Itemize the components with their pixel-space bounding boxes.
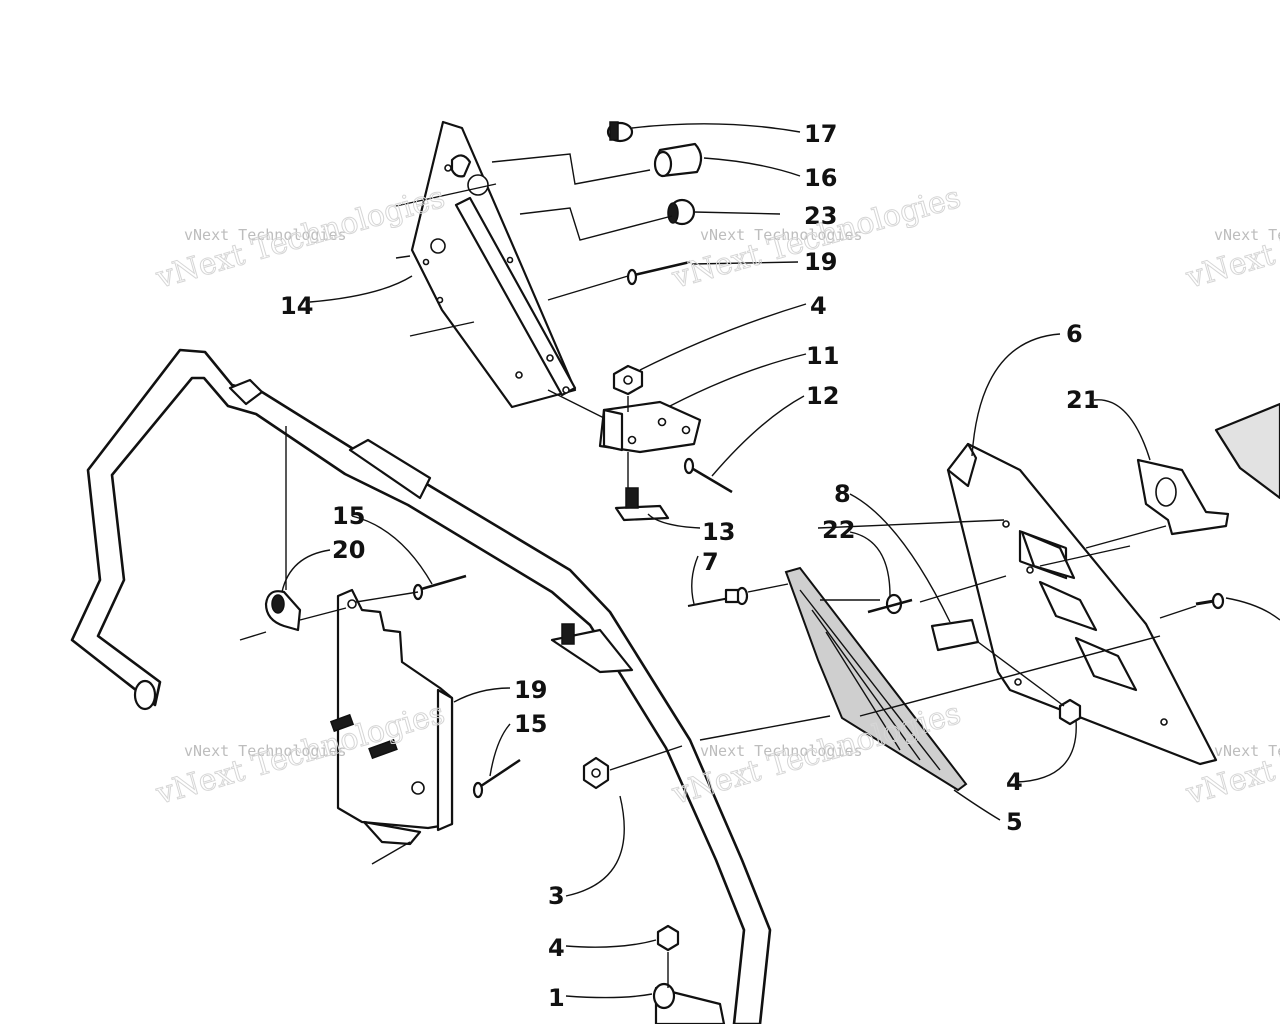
callout-4-right: 4 — [1006, 768, 1023, 796]
clamp-part-20 — [264, 590, 302, 632]
nut-part-4-right — [1058, 698, 1082, 726]
callout-4-lower: 4 — [548, 934, 565, 962]
watermark-1: vNext Technologies vNext Technologies — [151, 179, 449, 296]
callout-4-upper: 4 — [810, 292, 827, 320]
plate-part-19 — [329, 588, 454, 846]
rivet-part-15-upper — [412, 574, 467, 601]
svg-text:vNext Technologies: vNext Technologies — [1214, 742, 1280, 760]
callout-11: 11 — [806, 342, 839, 370]
callout-15-upper: 15 — [332, 502, 365, 530]
rivet-part-15-lower — [472, 758, 521, 799]
rivet-part-12 — [683, 457, 733, 494]
callout-17: 17 — [804, 120, 837, 148]
bracket-part-11 — [598, 400, 702, 454]
callout-15-lower: 15 — [514, 710, 547, 738]
callout-16: 16 — [804, 164, 837, 192]
bracket-part-21 — [1136, 402, 1280, 536]
callout-12: 12 — [806, 382, 839, 410]
callout-labels: 17 16 23 19 14 4 11 12 13 6 21 8 22 7 15… — [280, 120, 1099, 1012]
assembly-lines — [239, 153, 1197, 988]
callout-14: 14 — [280, 292, 313, 320]
bushing-part-16 — [653, 142, 703, 178]
callout-19-upper: 19 — [804, 248, 837, 276]
nut-part-4-upper — [612, 364, 644, 396]
svg-text:vNext Technologies: vNext Technologies — [184, 226, 347, 244]
side-panel-part-6 — [946, 442, 1218, 766]
bracket-part-3-mount — [550, 623, 634, 674]
watermark-2: vNext Technologies vNext Technologies — [667, 179, 965, 296]
nut-part-3 — [582, 756, 610, 790]
nut-part-4-lower — [656, 924, 680, 952]
bushing-part-23 — [667, 198, 696, 226]
callout-5: 5 — [1006, 808, 1023, 836]
callout-leaders — [281, 123, 1280, 999]
callout-3: 3 — [548, 882, 565, 910]
callout-8: 8 — [834, 480, 851, 508]
callout-7: 7 — [702, 548, 719, 576]
callout-1: 1 — [548, 984, 565, 1012]
svg-text:vNext Technologies: vNext Technologies — [700, 742, 863, 760]
callout-20: 20 — [332, 536, 365, 564]
svg-text:vNext Technologies: vNext Technologies — [184, 742, 347, 760]
svg-text:vNext Technologies: vNext Technologies — [1214, 226, 1280, 244]
mounting-plate-part — [410, 120, 577, 409]
bushing-part-17 — [606, 121, 634, 143]
spacer-part-8 — [930, 618, 980, 652]
rivet-part-7 — [687, 586, 749, 607]
bolt-part-right — [1195, 592, 1225, 610]
bumper-tube-part — [70, 348, 772, 1024]
washer-part-22 — [867, 593, 913, 615]
callout-19-lower: 19 — [514, 676, 547, 704]
mesh-panel-part-5 — [784, 566, 968, 792]
watermark-3: vNext Technologies vNext Technologies — [1181, 179, 1280, 296]
fitting-part-1 — [652, 982, 726, 1024]
callout-6: 6 — [1066, 320, 1083, 348]
callout-23: 23 — [804, 202, 837, 230]
callout-13: 13 — [702, 518, 735, 546]
svg-text:vNext Technologies: vNext Technologies — [700, 226, 863, 244]
stud-plate-part-13 — [614, 487, 670, 522]
callout-21: 21 — [1066, 386, 1099, 414]
callout-22: 22 — [822, 516, 855, 544]
rivet-part-19-upper — [626, 260, 691, 286]
